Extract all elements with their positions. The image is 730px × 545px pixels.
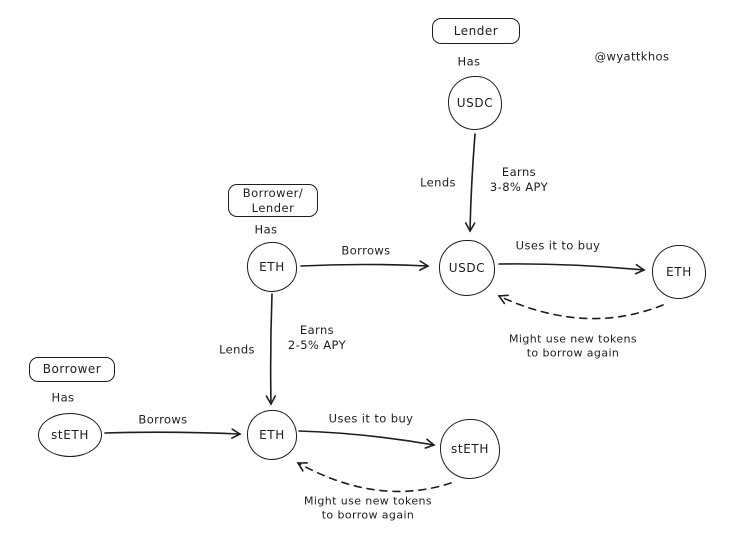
might-use-label-top-line2: to borrow again <box>526 347 620 360</box>
node-usdc-top: USDC <box>448 76 502 130</box>
node-steth-left-label: stETH <box>51 428 89 442</box>
node-usdc-top-label: USDC <box>456 96 494 110</box>
has-label-lender: Has <box>457 54 481 69</box>
arrow-dashed-steth-right-to-eth-bottom <box>296 462 452 493</box>
might-use-label-top: Might use new tokens to borrow again <box>509 333 637 362</box>
earns-label-mid: Earns 2-5% APY <box>288 323 346 353</box>
earns-label-mid-line1: Earns <box>299 323 335 338</box>
might-use-label-top-line1: Might use new tokens <box>508 332 638 346</box>
arrow-eth-mid-to-usdc-mid <box>300 260 430 271</box>
earns-label-top-line2: 3-8% APY <box>489 180 549 194</box>
borrower-lender-box-label-2: Lender <box>251 200 295 215</box>
node-eth-bottom-label: ETH <box>259 428 285 442</box>
node-usdc-mid: USDC <box>439 240 495 296</box>
node-eth-right-label: ETH <box>666 265 692 279</box>
node-steth-right: stETH <box>440 419 500 479</box>
uses-label-top: Uses it to buy <box>515 238 601 253</box>
arrow-steth-left-to-eth-bottom <box>104 428 242 439</box>
arrow-usdc-mid-to-eth-right <box>498 263 646 275</box>
borrower-box: Borrower <box>29 357 115 382</box>
arrow-eth-bottom-to-steth-right <box>298 430 436 449</box>
borrower-box-label: Borrower <box>42 362 102 376</box>
lender-box: Lender <box>432 18 520 44</box>
has-label-borrower: Has <box>51 390 75 405</box>
node-eth-right: ETH <box>652 245 706 299</box>
earns-label-top: Earns 3-8% APY <box>490 165 548 195</box>
arrow-dashed-eth-right-to-usdc-mid <box>497 294 664 320</box>
might-use-label-bottom-line1: Might use new tokens <box>303 494 433 508</box>
attribution-text: @wyattkhos <box>594 49 670 64</box>
borrower-lender-box-label-1: Borrower/ <box>242 186 304 201</box>
node-usdc-mid-label: USDC <box>448 261 486 275</box>
node-eth-mid: ETH <box>247 242 297 292</box>
lends-label-mid: Lends <box>219 342 255 357</box>
earns-label-top-line1: Earns <box>501 165 537 180</box>
node-eth-mid-label: ETH <box>259 260 285 274</box>
has-label-borrower-lender: Has <box>254 222 278 237</box>
node-eth-bottom: ETH <box>247 410 297 460</box>
might-use-label-bottom: Might use new tokens to borrow again <box>304 495 432 524</box>
earns-label-mid-line2: 2-5% APY <box>287 338 347 352</box>
borrows-label-bottom: Borrows <box>138 412 188 427</box>
lender-box-label: Lender <box>453 23 499 38</box>
might-use-label-bottom-line2: to borrow again <box>321 509 415 522</box>
arrow-eth-mid-to-eth-bottom <box>265 293 277 406</box>
node-steth-left: stETH <box>38 413 102 457</box>
arrow-usdc-top-to-usdc-mid <box>464 133 476 233</box>
borrows-label-top: Borrows <box>341 243 391 258</box>
borrower-lender-box: Borrower/ Lender <box>228 184 318 217</box>
uses-label-bottom: Uses it to buy <box>328 411 414 426</box>
lends-label-top: Lends <box>420 175 456 190</box>
node-steth-right-label: stETH <box>451 442 489 456</box>
